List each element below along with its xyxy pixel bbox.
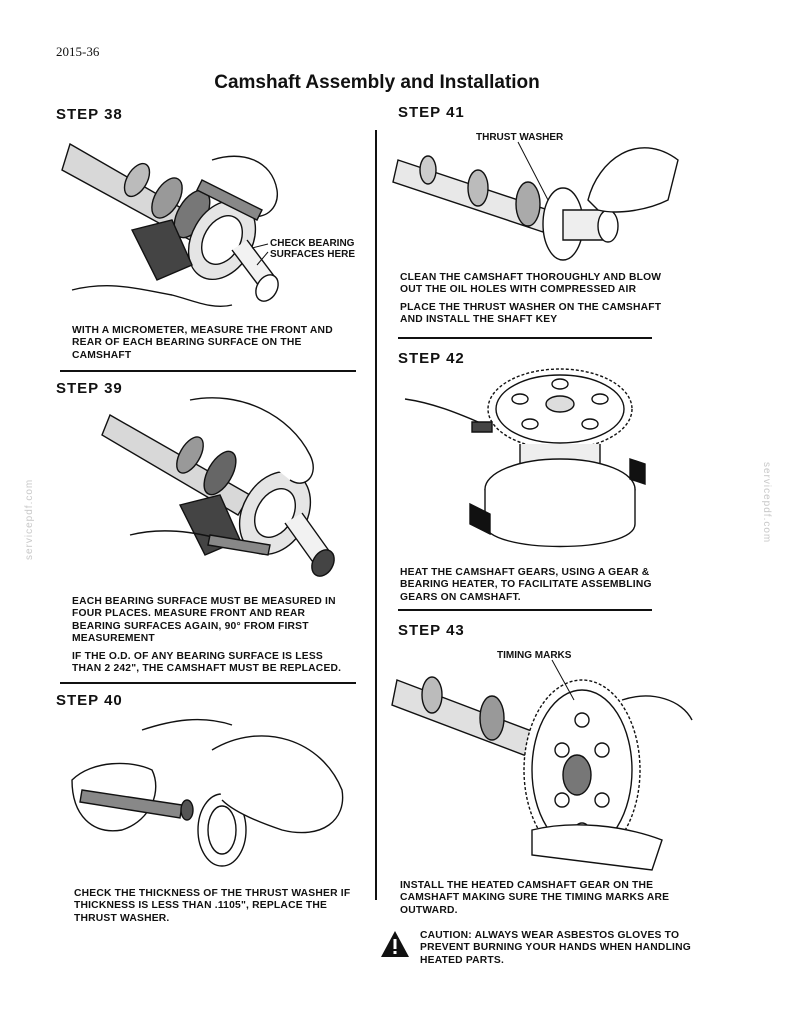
step-40-label: STEP 40 <box>56 692 123 709</box>
step-42-illustration <box>400 364 670 564</box>
step-41-divider <box>398 337 652 339</box>
step-38-divider <box>60 370 356 372</box>
watermark-left: servicepdf.com <box>24 478 35 560</box>
step-41-text-p2: PLACE THE THRUST WASHER ON THE CAMSHAFT … <box>400 301 662 326</box>
step-38-callout: CHECK BEARING SURFACES HERE <box>270 238 356 260</box>
watermark-right: servicepdf.com <box>761 462 772 544</box>
step-40-illustration <box>62 710 352 880</box>
step-42-text-p1: HEAT THE CAMSHAFT GEARS, USING A GEAR & … <box>400 567 652 603</box>
step-38-label: STEP 38 <box>56 106 123 123</box>
step-39-text-p2: IF THE O.D. OF ANY BEARING SURFACE IS LE… <box>72 650 342 675</box>
step-43-text: INSTALL THE HEATED CAMSHAFT GEAR ON THE … <box>400 880 676 917</box>
step-43-illustration <box>392 660 692 875</box>
step-39-illustration <box>110 395 360 585</box>
step-40-text-p1: CHECK THE THICKNESS OF THE THRUST WASHER… <box>74 888 351 924</box>
step-43-text-p1: INSTALL THE HEATED CAMSHAFT GEAR ON THE … <box>400 880 670 916</box>
step-41-illustration <box>398 140 688 270</box>
step-42-text: HEAT THE CAMSHAFT GEARS, USING A GEAR & … <box>400 567 676 604</box>
step-39-text: EACH BEARING SURFACE MUST BE MEASURED IN… <box>72 596 354 675</box>
warning-triangle-icon <box>381 931 409 957</box>
step-41-text: CLEAN THE CAMSHAFT THOROUGHLY AND BLOW O… <box>400 272 676 327</box>
step-39-label: STEP 39 <box>56 380 123 397</box>
step-42-divider <box>398 609 652 611</box>
page-title: Camshaft Assembly and Installation <box>214 72 540 93</box>
step-40-text: CHECK THE THICKNESS OF THE THRUST WASHER… <box>74 888 356 925</box>
caution-text: CAUTION: ALWAYS WEAR ASBESTOS GLOVES TO … <box>420 930 691 966</box>
step-43-label: STEP 43 <box>398 622 465 639</box>
column-divider <box>375 130 377 900</box>
page-number: 2015-36 <box>56 44 100 59</box>
step-39-text-p1: EACH BEARING SURFACE MUST BE MEASURED IN… <box>72 596 336 645</box>
step-41-callout: THRUST WASHER <box>476 132 564 143</box>
step-38-text: WITH A MICROMETER, MEASURE THE FRONT AND… <box>72 325 352 362</box>
step-39-divider <box>60 682 356 684</box>
step-43-callout: TIMING MARKS <box>497 650 572 661</box>
step-42-label: STEP 42 <box>398 350 465 367</box>
step-41-label: STEP 41 <box>398 104 465 121</box>
step-41-text-p1: CLEAN THE CAMSHAFT THOROUGHLY AND BLOW O… <box>400 272 662 296</box>
step-38-illustration <box>62 140 362 330</box>
step-38-text-p1: WITH A MICROMETER, MEASURE THE FRONT AND… <box>72 325 333 361</box>
